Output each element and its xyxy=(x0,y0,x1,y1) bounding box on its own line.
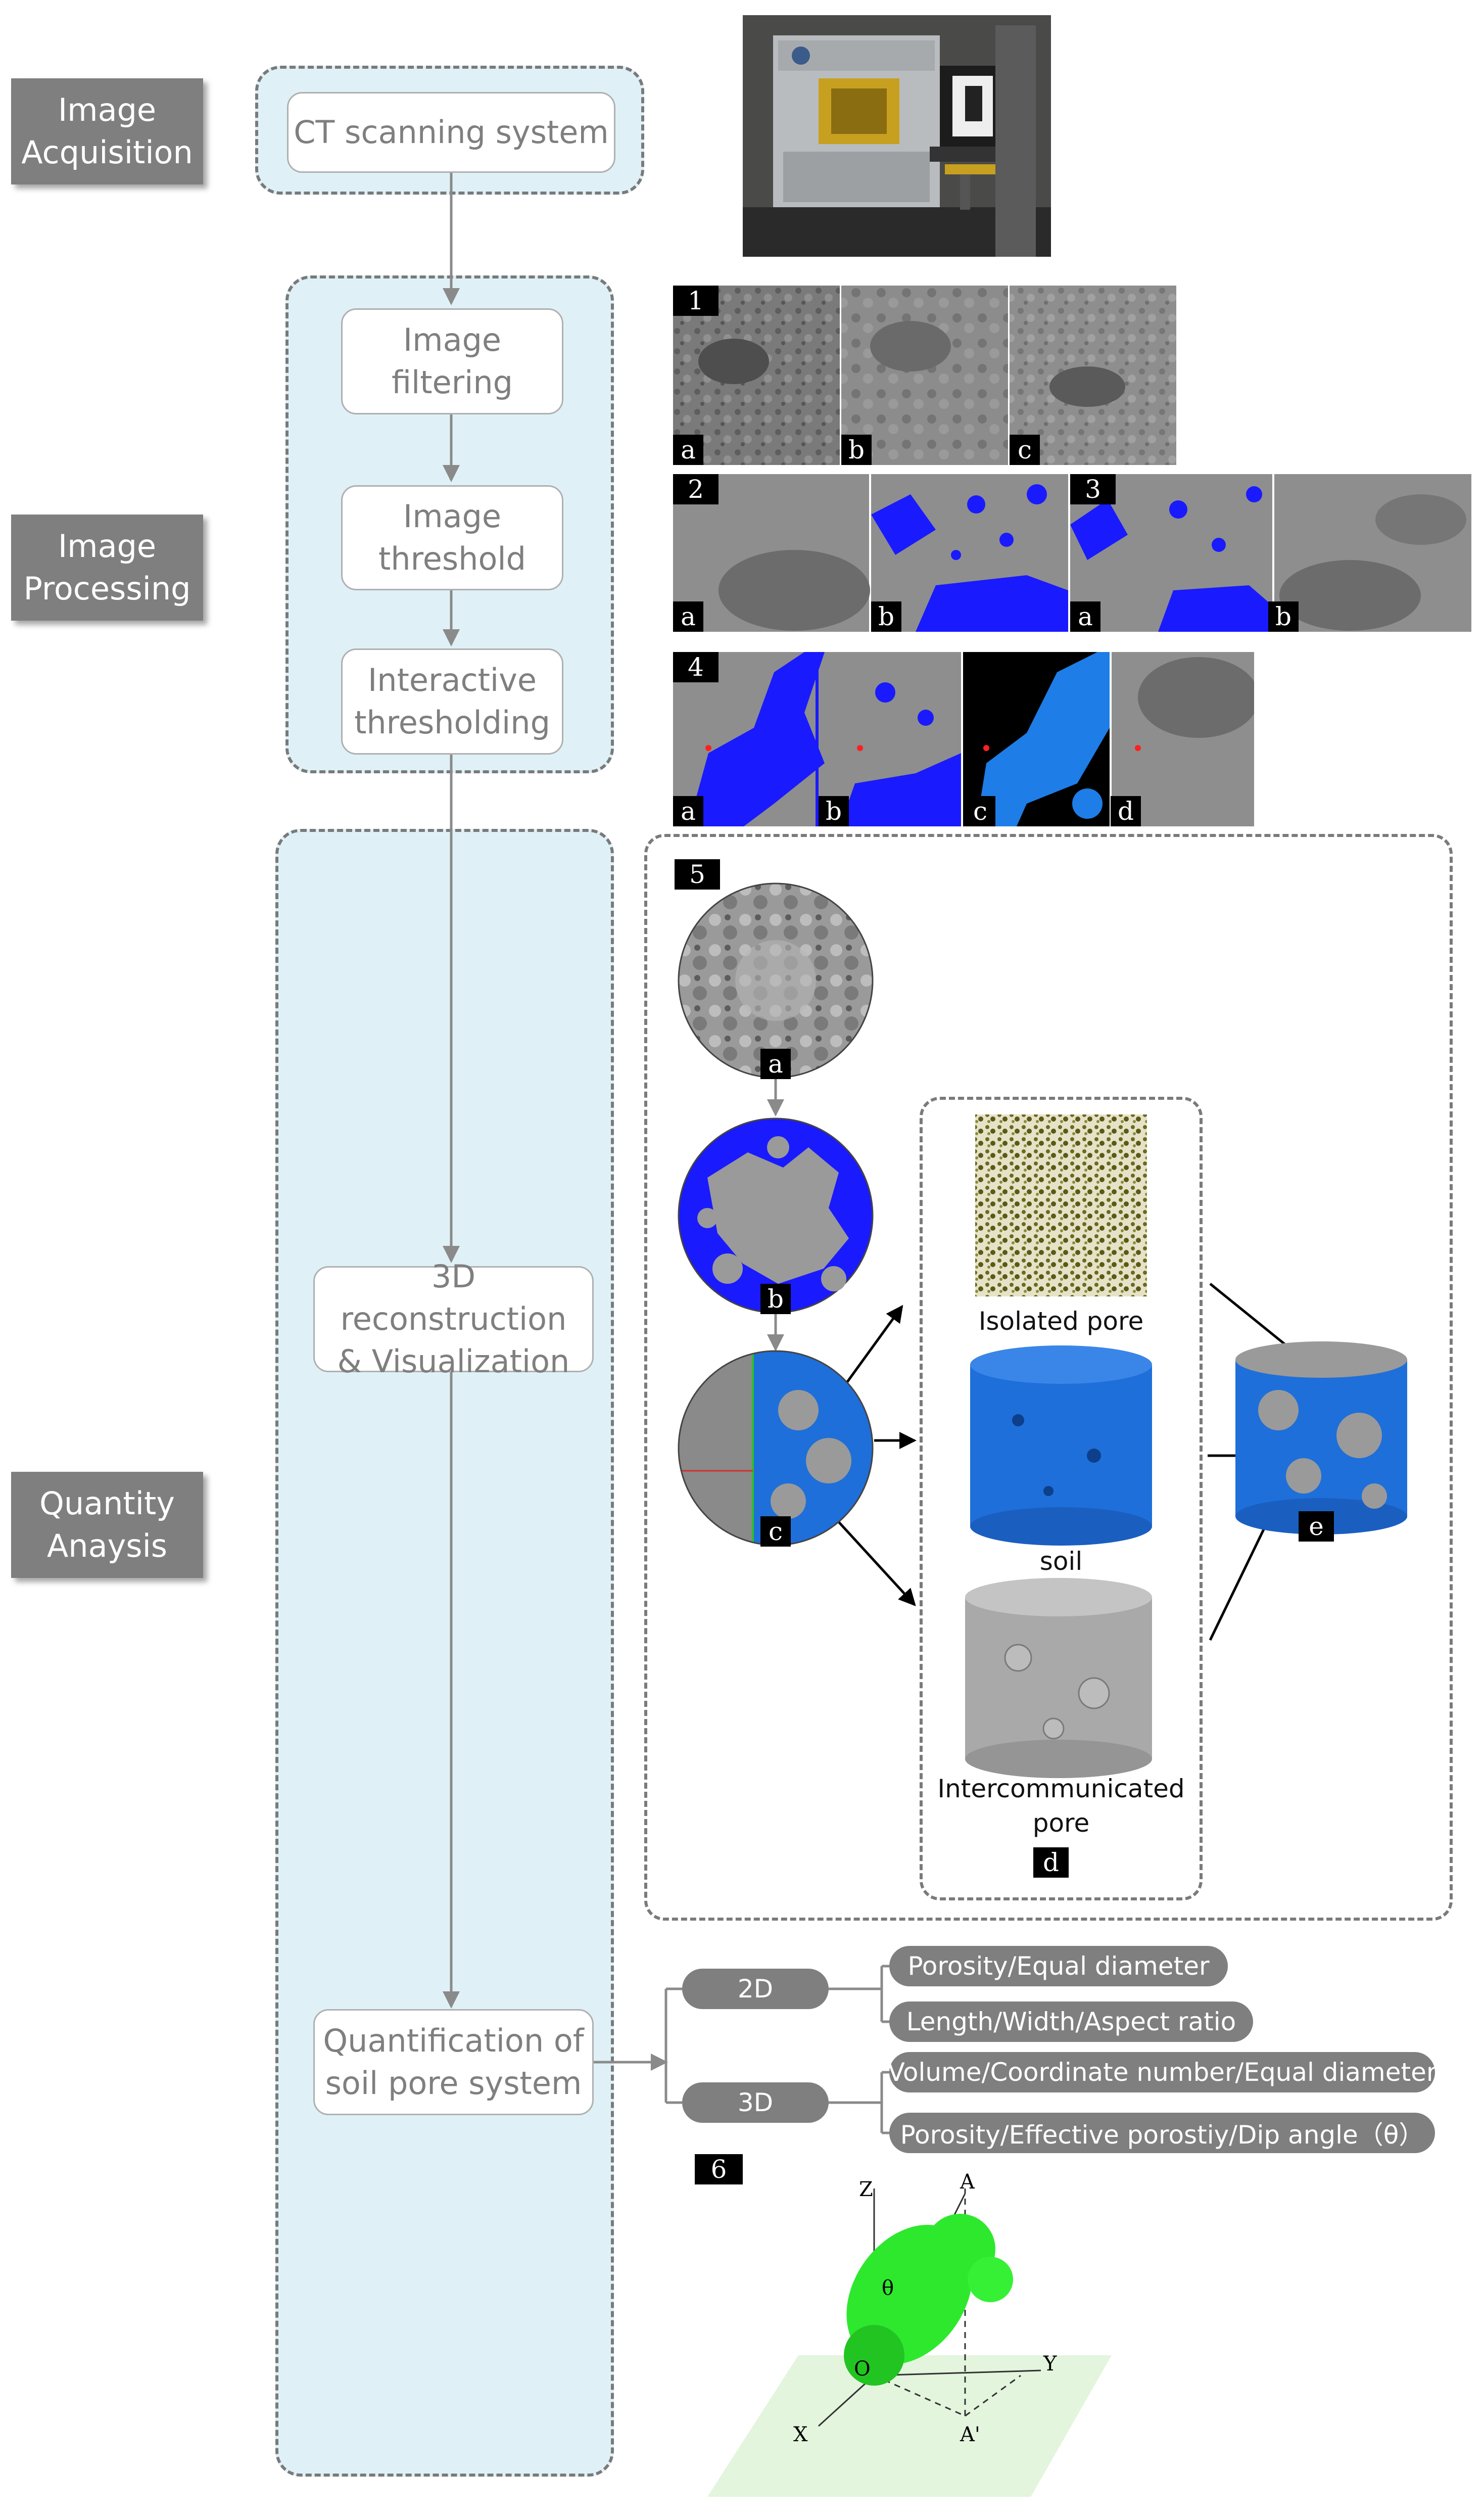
metric-length-width-aspect: Length/Width/Aspect ratio xyxy=(889,2001,1253,2042)
ct-scanner-photo xyxy=(743,15,1051,257)
axis-label-y: Y xyxy=(1043,2352,1057,2376)
panel-3-label-a: a xyxy=(1070,601,1100,632)
slice-a-label: a xyxy=(760,1049,791,1079)
panel-2-label-a: a xyxy=(673,601,703,632)
panel-1-label-a: a xyxy=(673,435,703,465)
stage-quantity-analysis: Quantity Anaysis xyxy=(11,1472,203,1578)
panel-number-5: 5 xyxy=(675,859,720,890)
panel-number-6: 6 xyxy=(695,2154,743,2184)
panel-number-3: 3 xyxy=(1070,474,1116,504)
step-3d-reconstruction: 3D reconstruction & Visualization xyxy=(313,1258,594,1380)
panel-5-label-e: e xyxy=(1299,1511,1334,1542)
slice-c-label: c xyxy=(760,1516,791,1547)
panel-4-label-b: b xyxy=(819,796,849,826)
slice-a-gray xyxy=(678,882,874,1079)
panel-4-label-d: d xyxy=(1111,796,1141,826)
metric-volume-coordinate-diameter: Volume/Coordinate number/Equal diameter xyxy=(888,2052,1437,2092)
panel-1-filtering-strip xyxy=(673,286,1176,465)
panel-2-label-b: b xyxy=(871,601,901,632)
step-image-filtering: Image filtering xyxy=(341,308,563,414)
panel-4-textures xyxy=(673,652,1254,826)
soil-cylinder-render xyxy=(970,1345,1152,1546)
group-quantity xyxy=(275,829,614,2477)
caption-intercommunicated-pore: Intercommunicated pore xyxy=(937,1774,1185,1838)
metric-porosity-equal-diameter: Porosity/Equal diameter xyxy=(889,1946,1228,1986)
panel-4-label-c: c xyxy=(965,796,995,826)
panel-5-container xyxy=(644,834,1453,1921)
panel-4-interactive-strip xyxy=(673,652,1254,826)
pill-3d: 3D xyxy=(682,2082,829,2123)
panel-number-2: 2 xyxy=(673,474,719,504)
combined-cylinder-render xyxy=(1235,1341,1407,1534)
stage-image-acquisition: Image Acquisition xyxy=(11,78,203,184)
panel-5-label-d: d xyxy=(1033,1847,1069,1878)
point-label-a-prime: A' xyxy=(960,2423,980,2446)
point-label-o: O xyxy=(854,2357,871,2381)
slice-b-pores xyxy=(678,1118,874,1314)
intercommunicated-pore-render xyxy=(965,1578,1152,1778)
panel-number-1: 1 xyxy=(673,286,719,316)
step-image-threshold: Image threshold xyxy=(341,485,563,590)
metric-porosity-effective-dip: Porosity/Effective porostiy/Dip angle（θ） xyxy=(889,2113,1435,2153)
caption-soil: soil xyxy=(1039,1547,1083,1576)
caption-isolated-pore: Isolated pore xyxy=(978,1307,1144,1336)
slice-c-combined xyxy=(678,1350,874,1546)
panel-1-label-c: c xyxy=(1010,435,1040,465)
angle-label-theta: θ xyxy=(882,2276,894,2300)
step-quantification: Quantification of soil pore system xyxy=(313,2009,594,2115)
step-interactive-thresholding: Interactive thresholding xyxy=(341,648,563,755)
slice-b-label: b xyxy=(760,1284,791,1314)
ct-scanner-drawing xyxy=(743,15,1051,257)
pill-2d: 2D xyxy=(682,1969,829,2009)
panel-number-4: 4 xyxy=(673,652,719,682)
isolated-pore-render xyxy=(975,1114,1147,1296)
panel-5-d-container xyxy=(920,1097,1203,1900)
step-ct-scanning: CT scanning system xyxy=(287,92,615,173)
panel-3-label-b: b xyxy=(1268,601,1299,632)
axis-label-z: Z xyxy=(859,2178,873,2201)
point-label-a: A xyxy=(960,2173,975,2194)
panel-1-textures xyxy=(673,286,1176,465)
panel-1-label-b: b xyxy=(841,435,872,465)
axis-label-x: X xyxy=(793,2423,808,2446)
panel-4-label-a: a xyxy=(673,796,703,826)
dip-angle-diagram: Z Y X O A A' θ xyxy=(707,2173,1112,2497)
stage-image-processing: Image Processing xyxy=(11,515,203,621)
